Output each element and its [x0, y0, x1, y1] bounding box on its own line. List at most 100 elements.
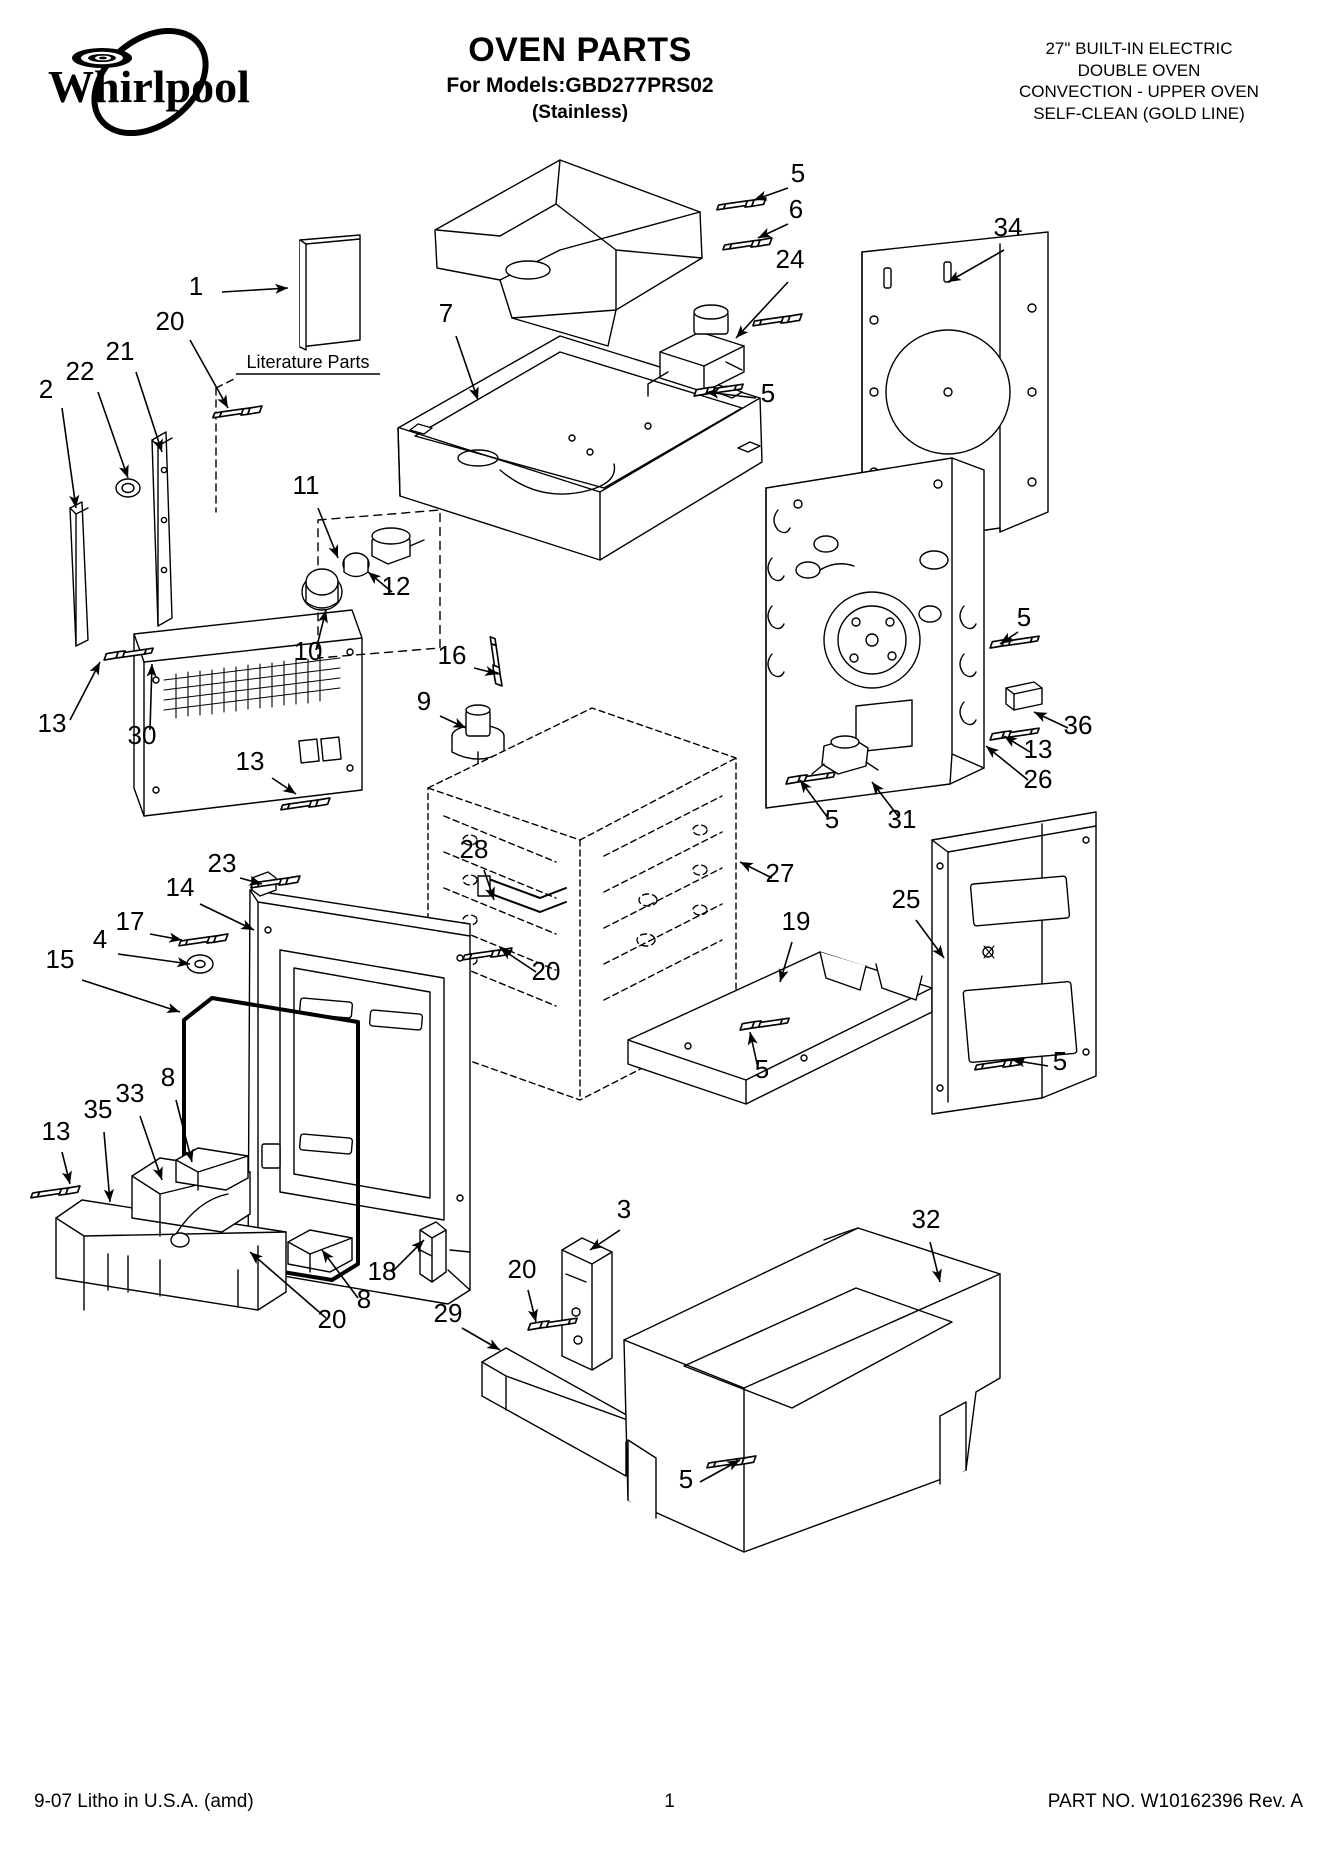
callout-24: 24	[735, 244, 804, 339]
title-block: OVEN PARTS For Models:GBD277PRS02 (Stain…	[370, 30, 790, 126]
callout-32: 32	[912, 1204, 942, 1283]
part-oven-top-panel	[434, 159, 703, 347]
callout-number: 19	[782, 906, 811, 936]
leader-line	[1003, 735, 1031, 753]
callout-9: 9	[417, 686, 467, 729]
leader-line	[149, 932, 183, 943]
callout-number: 11	[293, 470, 320, 500]
leader-line	[747, 1031, 759, 1069]
callout-number: 4	[93, 924, 107, 954]
callout-number: 30	[128, 720, 157, 750]
part-small-bracket	[1005, 681, 1043, 711]
leader-line	[947, 249, 1005, 283]
callout-number: 6	[789, 194, 803, 224]
callout-number: 14	[166, 872, 195, 902]
part-convection-motor-assembly	[647, 304, 745, 397]
part-oven-light-assembly	[811, 735, 879, 775]
callout-number: 36	[1064, 710, 1093, 740]
leader-line	[527, 1289, 538, 1323]
callout-number: 26	[1024, 764, 1053, 794]
part-knob-stem	[342, 552, 370, 578]
part-inner-front-panel	[931, 811, 1097, 1115]
leader-line	[315, 609, 328, 651]
leader-line	[439, 715, 467, 729]
callout-34: 34	[947, 212, 1022, 283]
finish-line: (Stainless)	[531, 102, 629, 123]
leader-line	[81, 979, 181, 1013]
leader-line	[705, 388, 757, 399]
whirlpool-swoosh-logo: Whirlpool	[26, 26, 266, 137]
leader-line	[139, 1115, 163, 1181]
callout-number: 22	[66, 356, 95, 386]
callout-number: 5	[825, 804, 839, 834]
callout-number: 7	[439, 298, 453, 328]
part-bottom-shelf-panel	[627, 951, 933, 1105]
callout-number: 20	[156, 306, 185, 336]
callout-13: 13	[1003, 734, 1052, 764]
part-insulation-block-left	[175, 1147, 249, 1191]
spec-line-1: 27" BUILT-IN ELECTRIC	[1045, 39, 1233, 58]
callout-5: 5	[799, 779, 839, 834]
callout-10: 10	[294, 609, 328, 666]
callout-number: 8	[357, 1284, 371, 1314]
footer-litho-info: 9-07 Litho in U.S.A. (amd)	[34, 1791, 254, 1812]
leader-line	[1033, 711, 1069, 729]
callout-5: 5	[705, 378, 775, 408]
callout-8: 8	[161, 1062, 194, 1163]
callout-5: 5	[679, 1459, 741, 1494]
literature-parts-caption: Literature Parts	[236, 352, 380, 375]
callout-number: 21	[106, 336, 135, 366]
callout-number: 20	[318, 1304, 347, 1334]
footer-part-number: PART NO. W10162396 Rev. A	[1047, 1791, 1303, 1812]
leader-line	[999, 631, 1019, 645]
callout-28: 28	[460, 834, 495, 901]
page-title: OVEN PARTS	[468, 31, 692, 69]
callout-number: 25	[892, 884, 921, 914]
callout-5: 5	[747, 1031, 769, 1084]
leader-line	[321, 1249, 359, 1299]
part-switch	[371, 527, 425, 565]
leader-line	[799, 779, 829, 819]
page-footer: 9-07 Litho in U.S.A. (amd) 1 PART NO. W1…	[0, 1791, 1339, 1821]
callout-27: 27	[739, 858, 794, 888]
leader-line	[249, 1251, 327, 1319]
part-control-knob	[301, 568, 343, 611]
callout-20: 20	[499, 947, 561, 986]
callout-31: 31	[871, 781, 916, 834]
leader-line	[189, 339, 229, 409]
callout-number: 33	[116, 1078, 145, 1108]
callout-number: 5	[761, 378, 775, 408]
leader-line	[985, 745, 1029, 781]
leader-line	[778, 941, 793, 983]
leader-line	[499, 947, 537, 973]
callout-number: 28	[460, 834, 489, 864]
part-knob-bushing	[115, 478, 141, 498]
callout-number: 20	[532, 956, 561, 986]
callout-2: 2	[39, 374, 80, 509]
leader-line	[117, 953, 191, 968]
leader-line	[61, 407, 80, 509]
callout-number: 13	[42, 1116, 71, 1146]
callout-33: 33	[116, 1078, 163, 1181]
leader-line	[735, 281, 789, 339]
leader-line	[367, 571, 393, 593]
callout-20: 20	[508, 1254, 538, 1323]
leader-line	[199, 903, 255, 931]
leader-line	[699, 1459, 741, 1483]
leader-line	[461, 1327, 501, 1351]
leader-line	[135, 371, 163, 453]
leader-line	[175, 1099, 194, 1163]
callout-number: 1	[189, 271, 203, 301]
callout-number: 17	[116, 906, 145, 936]
callout-5: 5	[999, 602, 1031, 645]
leader-line	[69, 661, 101, 721]
callout-number: 20	[508, 1254, 537, 1284]
part-literature-booklet	[299, 234, 361, 351]
callout-number: 35	[84, 1094, 113, 1124]
callout-number: 2	[39, 374, 53, 404]
spec-line-4: SELF-CLEAN (GOLD LINE)	[1033, 103, 1245, 123]
part-oven-base-plate	[397, 335, 763, 561]
callout-11: 11	[293, 470, 339, 559]
callout-29: 29	[434, 1298, 501, 1351]
leader-line	[915, 919, 945, 959]
